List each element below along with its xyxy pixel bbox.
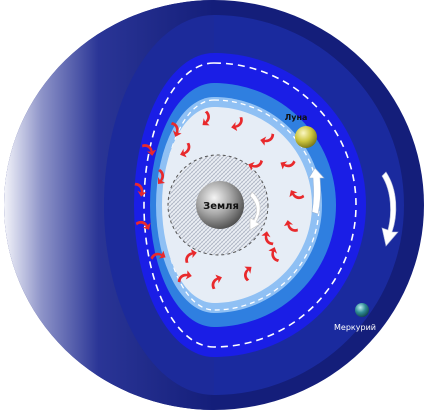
swirl-arrow	[283, 220, 298, 232]
swirl-arrow	[158, 169, 165, 184]
swirl-arrow	[177, 270, 192, 283]
swirl-arrow	[261, 231, 274, 246]
moon-orbit-arrow	[308, 167, 325, 215]
swirl-arrow	[180, 142, 191, 158]
moon-body	[295, 126, 317, 148]
mercury-orbit-dashed	[143, 62, 357, 348]
swirl-arrow	[268, 247, 280, 262]
swirl-arrow	[202, 110, 210, 126]
swirl-arrow	[248, 159, 263, 171]
swirl-arrow	[260, 133, 275, 146]
swirl-arrow	[231, 117, 243, 132]
earth-rotation-arrow	[249, 191, 261, 231]
outer-rotation-arrow	[381, 171, 399, 247]
swirl-arrow	[170, 122, 182, 137]
swirl-arrow	[150, 250, 166, 260]
earth-body	[196, 181, 244, 229]
swirl-arrow	[142, 144, 157, 156]
mercury-label: Меркурий	[334, 323, 376, 332]
moon-label: Луна	[285, 113, 308, 122]
earth-label: Земля	[203, 201, 239, 212]
swirl-arrow	[185, 248, 197, 263]
swirl-arrow	[135, 220, 151, 230]
swirl-arrows	[134, 110, 305, 290]
swirl-arrow	[211, 274, 222, 290]
swirl-arrow	[244, 266, 252, 282]
swirl-arrow	[289, 190, 305, 200]
mercury-body	[355, 303, 369, 317]
swirl-arrow	[280, 160, 296, 170]
swirl-arrow	[134, 182, 147, 197]
